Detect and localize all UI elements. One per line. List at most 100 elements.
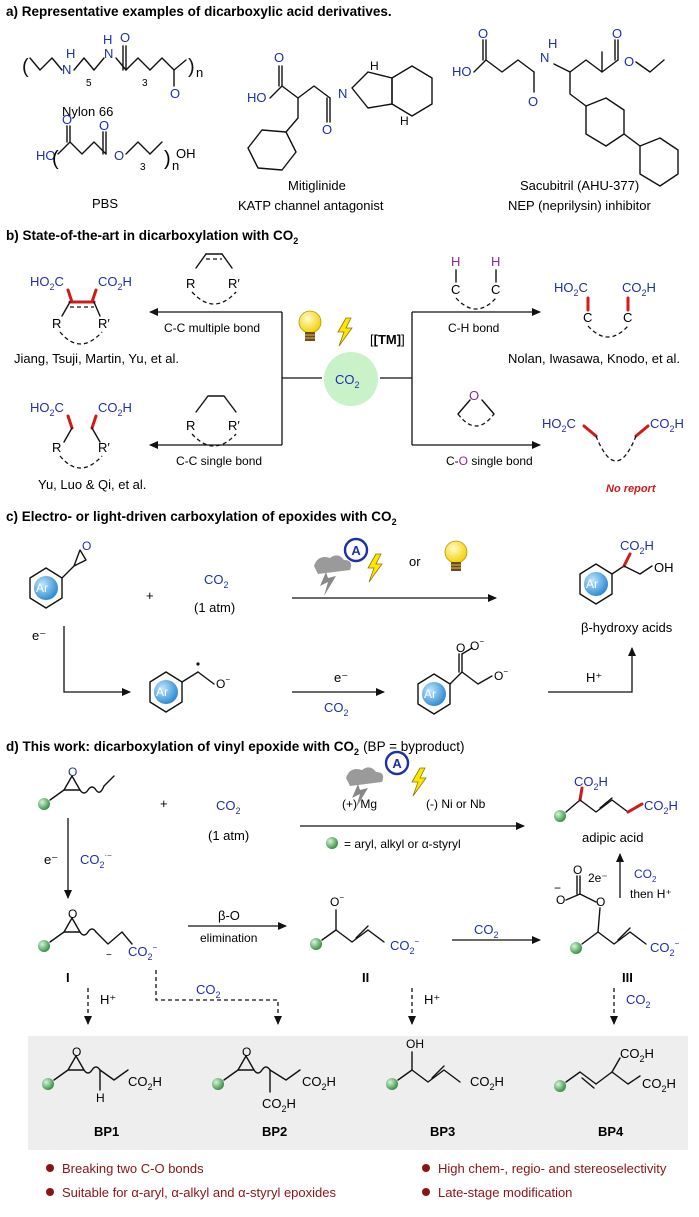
svg-text:CO2: CO2 <box>204 572 229 590</box>
svg-text:HO: HO <box>36 148 56 163</box>
bl-product: HO2C CO2H R R′ <box>30 400 132 469</box>
svg-text:H: H <box>400 114 409 128</box>
svg-text:R: R <box>186 418 195 433</box>
br-product: HO2C CO2H <box>542 416 684 462</box>
svg-text:O: O <box>573 863 582 877</box>
svg-text:CO2H: CO2H <box>574 774 608 792</box>
svg-text:CO2: CO2 <box>196 982 221 1000</box>
ref-top-right: Nolan, Iwasawa, Knodo, et al. <box>508 351 680 366</box>
svg-text:−: − <box>554 881 561 895</box>
svg-text:OH: OH <box>176 146 196 161</box>
svg-text:H: H <box>66 46 75 61</box>
svg-text:CO2H: CO2H <box>622 280 656 298</box>
bp3-structure: OH CO2H <box>386 1037 504 1092</box>
svg-text:CO2: CO2 <box>474 922 499 940</box>
anode-icon <box>343 537 369 563</box>
co2-bubble <box>324 352 378 406</box>
svg-text:H⁺: H⁺ <box>424 992 440 1007</box>
svg-text:CO2H: CO2H <box>262 1096 296 1114</box>
substituent-ball-icon <box>38 798 50 810</box>
svg-text:H: H <box>370 59 379 73</box>
svg-text:CO2: CO2 <box>626 992 651 1010</box>
nylon-66-structure: ( H N 5 N H O 3 O ) n <box>22 30 203 101</box>
svg-text:O: O <box>469 388 479 403</box>
svg-text:CO2·−: CO2·− <box>80 851 112 870</box>
tl-product: HO2C CO2H R R′ <box>30 274 132 345</box>
lightbulb-icon <box>298 310 322 342</box>
svg-text:N: N <box>62 62 71 77</box>
mitiglinide-label: Mitiglinide <box>288 178 346 193</box>
c-pressure: (1 atm) <box>194 600 235 615</box>
svg-text:Jiang, Tsuji, Martin, Yu, et a: Jiang, Tsuji, Martin, Yu, et al. <box>14 351 179 366</box>
intermediate-III: − O O O CO2− <box>554 863 680 958</box>
svg-text:CO2H: CO2H <box>650 416 684 434</box>
svg-text:O−: O− <box>216 675 230 691</box>
svg-text:CO2H: CO2H <box>302 1074 336 1092</box>
svg-text:HO2C: HO2C <box>30 400 64 418</box>
pbs-label: PBS <box>92 196 118 211</box>
svg-text:O: O <box>624 54 634 69</box>
svg-text:d) This work: dicarboxylation: d) This work: dicarboxylation of vinyl e… <box>6 739 465 757</box>
svg-text:Ar: Ar <box>424 687 436 701</box>
svg-text:O: O <box>478 26 488 41</box>
svg-text:CO2: CO2 <box>634 867 657 884</box>
svg-text:C: C <box>583 310 592 325</box>
svg-text:CO2: CO2 <box>335 372 360 390</box>
svg-text:CO2H: CO2H <box>98 274 132 292</box>
svg-text:e⁻: e⁻ <box>334 670 348 685</box>
highlight-4: Late-stage modification <box>438 1185 572 1200</box>
highlight-1: Breaking two C-O bonds <box>62 1161 204 1176</box>
svg-text:CO2H: CO2H <box>98 400 132 418</box>
svg-text:): ) <box>188 56 195 78</box>
svg-text:CO2: CO2 <box>324 700 349 718</box>
svg-text:C: C <box>491 282 500 297</box>
c-or: or <box>409 554 421 569</box>
svg-text:OH: OH <box>654 560 674 575</box>
svg-text:H: H <box>103 32 112 47</box>
svg-text:O: O <box>120 30 130 45</box>
int-I-label: I <box>66 970 70 985</box>
svg-text:O: O <box>556 893 565 907</box>
tr-substrate: H H C C <box>451 254 500 310</box>
svg-text:HO: HO <box>247 90 267 105</box>
svg-text:Ar: Ar <box>586 577 598 591</box>
adipic-acid-product: CO2H CO2H <box>554 774 678 822</box>
svg-text:C: C <box>623 310 632 325</box>
substituent-legend: = aryl, alkyl or α-styryl <box>344 837 461 851</box>
svg-text:O: O <box>612 26 622 41</box>
svg-text:R′: R′ <box>98 316 110 331</box>
aryl-ring-icon <box>34 576 58 600</box>
svg-text:O: O <box>99 118 109 133</box>
svg-text:O: O <box>114 148 124 163</box>
svg-text:O: O <box>82 539 91 553</box>
svg-text:CO2−: CO2− <box>390 937 420 956</box>
beta-hydroxy-acid: Ar CO2H OH <box>579 538 674 605</box>
mitiglinide-structure: HO O O N H H <box>247 50 433 171</box>
sacubitril-label: Sacubitril (AHU-377) <box>520 178 639 193</box>
sacubitril-structure: HO O O N H O O <box>452 26 679 187</box>
svg-text:HO2C: HO2C <box>542 416 576 434</box>
tr-product: HO2C CO2H C C <box>554 280 656 338</box>
bp4-structure: CO2H CO2H <box>554 1046 676 1094</box>
svg-text:n: n <box>172 158 179 173</box>
svg-text:N: N <box>338 86 347 101</box>
svg-text:HO2C: HO2C <box>30 274 64 292</box>
svg-text:Nolan, Iwasawa, Knodo, et al.: Nolan, Iwasawa, Knodo, et al. <box>508 351 680 366</box>
highlight-3: High chem-, regio- and stereoselectivity <box>438 1161 667 1176</box>
mitiglinide-role: KATP channel antagonist <box>238 198 384 213</box>
svg-text:CO2H: CO2H <box>128 1074 162 1092</box>
svg-text:N: N <box>540 50 549 65</box>
radical-intermediate: Ar O− <box>149 662 230 713</box>
svg-text:(: ( <box>52 148 59 170</box>
br-substrate: O <box>457 388 495 427</box>
svg-text:b) State-of-the-art in dicarbo: b) State-of-the-art in dicarboxylation w… <box>6 228 298 246</box>
svg-text:Yu, Luo & Qi, et al.: Yu, Luo & Qi, et al. <box>38 477 146 492</box>
svg-text:R: R <box>52 316 61 331</box>
ch-bond-label: C-H bond <box>448 321 499 335</box>
svg-text:CO2−: CO2− <box>128 943 158 962</box>
sacubitril-role: NEP (neprilysin) inhibitor <box>508 198 651 213</box>
bp2-structure: O CO2H CO2H <box>212 1045 336 1114</box>
cc-single-label: C-C single bond <box>176 454 262 468</box>
svg-text:R: R <box>186 276 195 291</box>
